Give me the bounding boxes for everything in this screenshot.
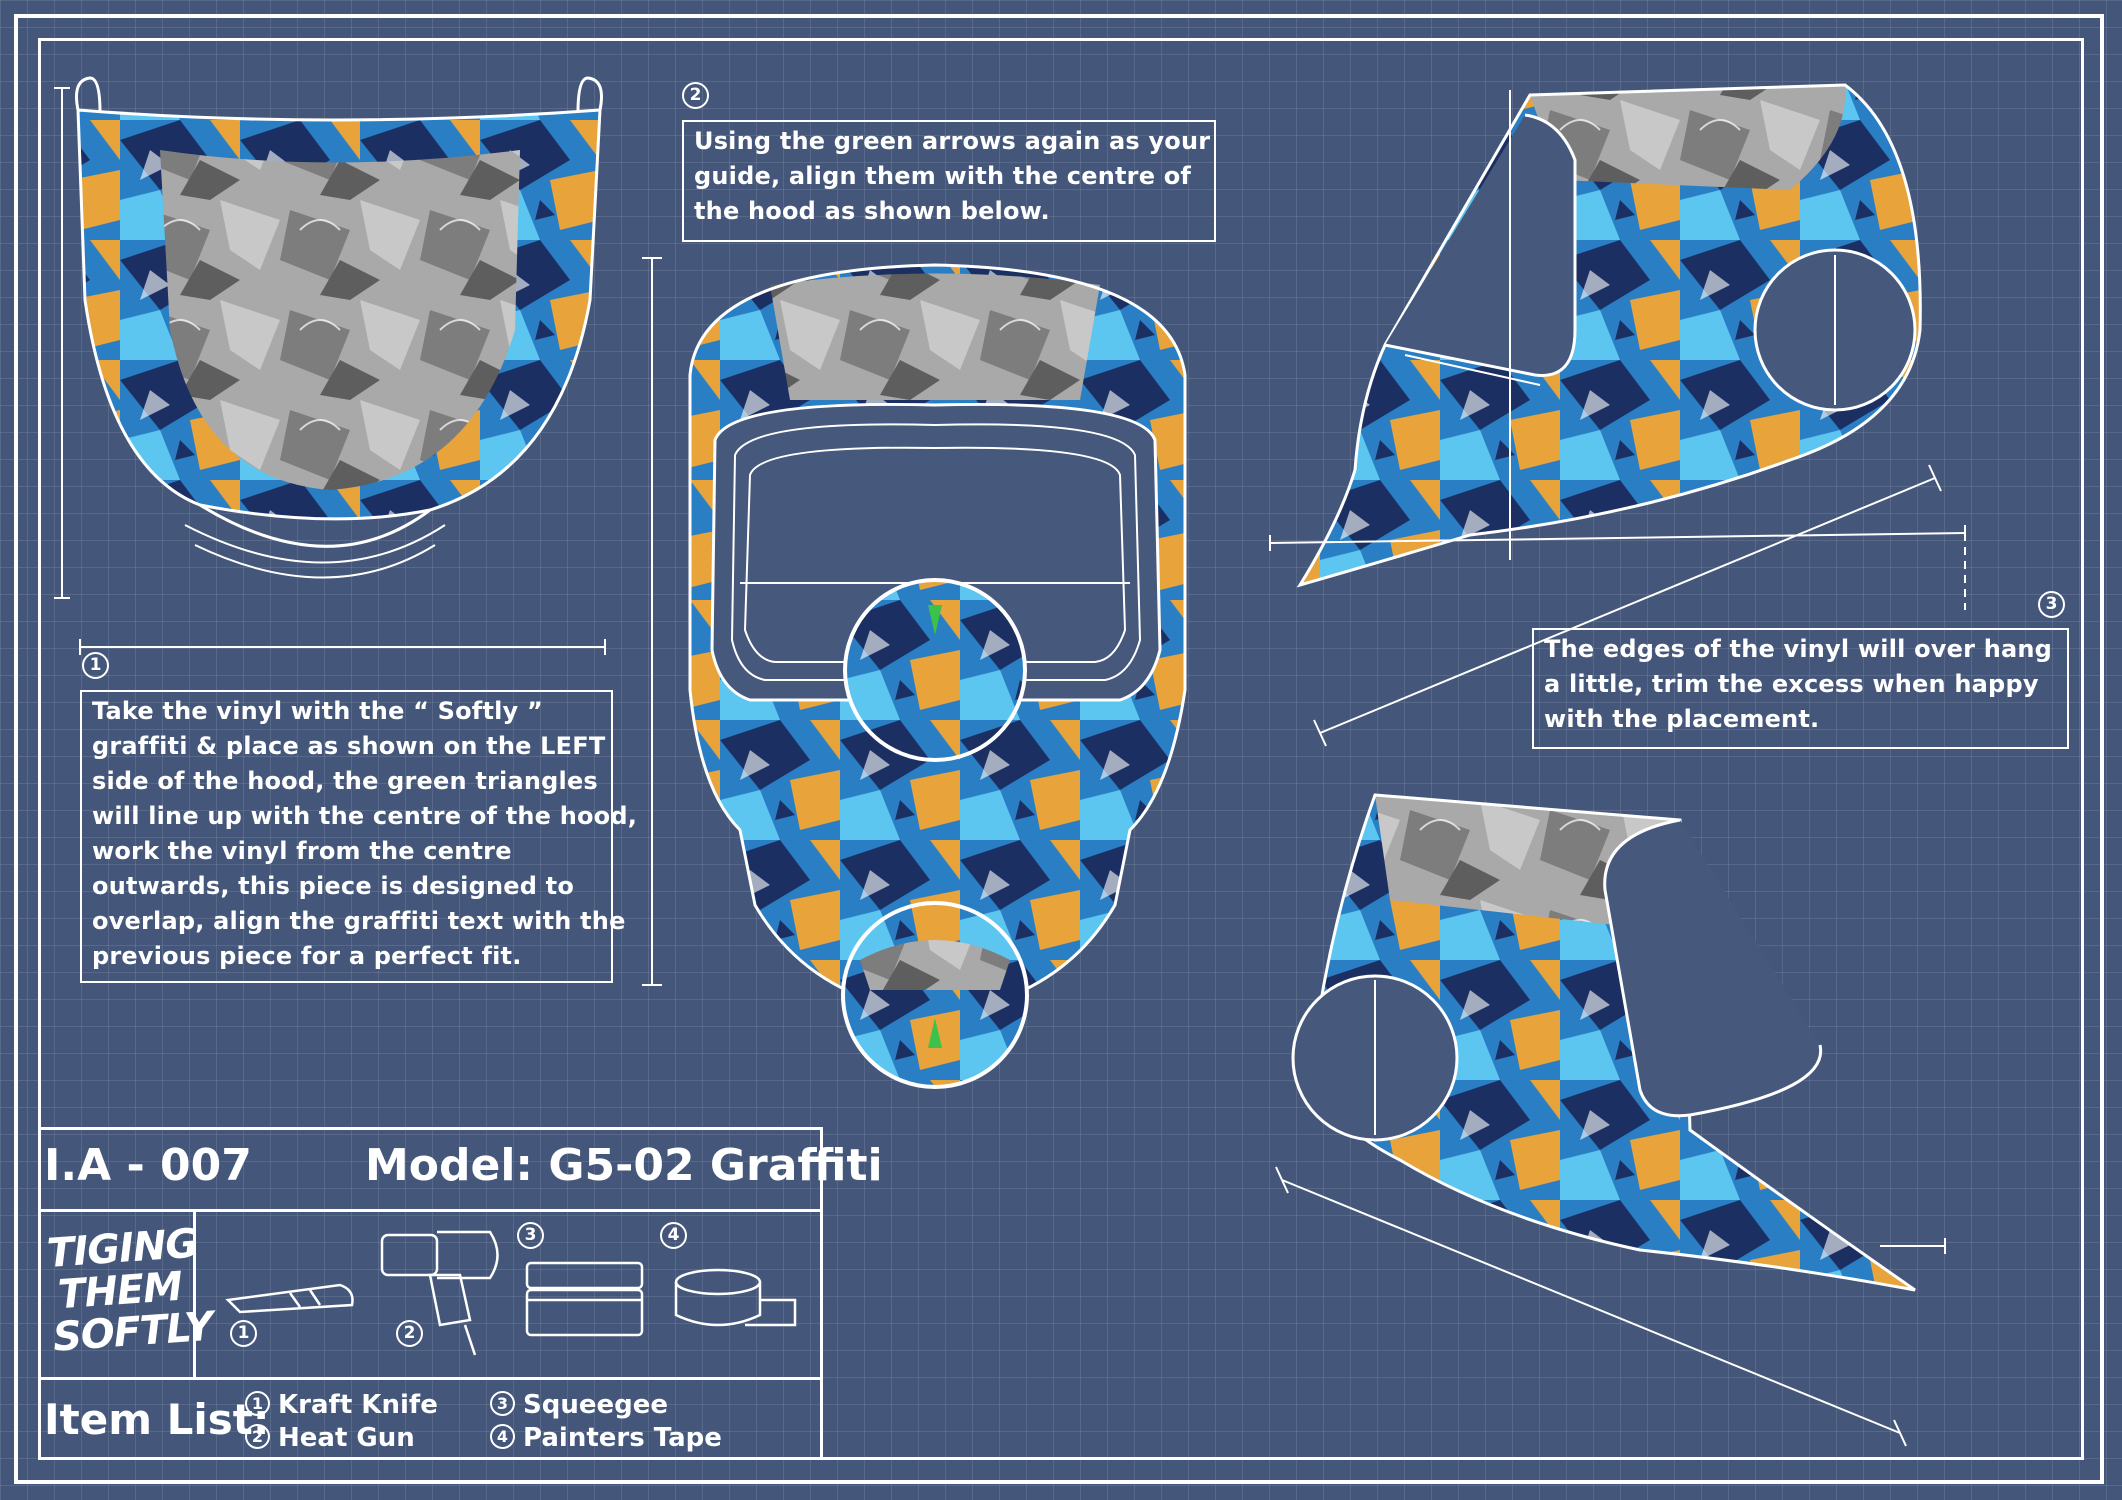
brand-logo: TIGING THEM SOFTLY [46, 1221, 214, 1361]
item-label: Squeegee [523, 1390, 668, 1420]
item-number: 2 [245, 1424, 270, 1449]
step-1-line: overlap, align the graffiti text with th… [92, 907, 626, 935]
step-3-line: with the placement. [1544, 705, 1820, 733]
step-1-number: 1 [82, 652, 109, 679]
step-1-line: will line up with the centre of the hood… [92, 802, 638, 830]
step-3-line: The edges of the vinyl will over hang [1544, 635, 2053, 663]
left-vinyl-piece [75, 76, 603, 579]
step-3-note: The edges of the vinyl will over hang a … [1532, 628, 2069, 749]
kraft-knife-icon [225, 1283, 354, 1314]
hood-front-view [688, 263, 1187, 1089]
painters-tape-icon [674, 1268, 797, 1327]
item-kraft-knife: 1 Kraft Knife [245, 1390, 438, 1420]
step-2-number: 2 [682, 82, 709, 109]
item-painters-tape: 4 Painters Tape [490, 1423, 722, 1453]
item-heat-gun: 2 Heat Gun [245, 1423, 415, 1453]
step-3-line: a little, trim the excess when happy [1544, 670, 2039, 698]
item-number: 1 [245, 1391, 270, 1416]
dimension-lines-left [54, 87, 662, 986]
step-1-line: previous piece for a perfect fit. [92, 942, 522, 970]
item-list-label: Item List: [44, 1395, 270, 1444]
squeegee-icon [525, 1261, 644, 1337]
title-block-header-divider [38, 1127, 823, 1212]
inner-border [38, 38, 2084, 1460]
item-label: Painters Tape [523, 1423, 722, 1453]
heat-gun-icon [380, 1230, 499, 1356]
item-number: 4 [490, 1424, 515, 1449]
step-2-line: Using the green arrows again as your [694, 127, 1211, 155]
item-number: 3 [490, 1391, 515, 1416]
step-1-line: side of the hood, the green triangles [92, 767, 598, 795]
hood-side-view-bottom [1291, 793, 1916, 1292]
step-1-line: work the vinyl from the centre [92, 837, 512, 865]
tool-number-4: 4 [660, 1222, 687, 1249]
step-1-line: graffiti & place as shown on the LEFT [92, 732, 606, 760]
brand-line: SOFTLY [51, 1303, 214, 1361]
step-1-line: outwards, this piece is designed to [92, 872, 575, 900]
step-2-line: guide, align them with the centre of [694, 162, 1192, 190]
step-1-note: Take the vinyl with the “ Softly ” graff… [80, 690, 638, 983]
drawing-code: I.A - 007 [44, 1140, 252, 1191]
dimension-lines-right-top [1269, 464, 1966, 747]
outer-border [14, 14, 2104, 1484]
hood-side-view-top [1296, 83, 1922, 588]
title-block-items-divider [38, 1377, 823, 1460]
tool-number-3: 3 [517, 1222, 544, 1249]
step-1-line: Take the vinyl with the “ Softly ” [92, 697, 543, 725]
item-label: Heat Gun [278, 1423, 415, 1453]
item-label: Kraft Knife [278, 1390, 438, 1420]
step-3-number: 3 [2038, 591, 2065, 618]
item-squeegee: 3 Squeegee [490, 1390, 668, 1420]
step-2-note: Using the green arrows again as your gui… [682, 120, 1216, 242]
dimension-lines-right-bottom [1275, 1166, 1946, 1447]
tool-number-1: 1 [230, 1320, 257, 1347]
step-2-line: the hood as shown below. [694, 197, 1050, 225]
tool-number-2: 2 [396, 1320, 423, 1347]
model-name: Model: G5-02 Graffiti [365, 1140, 883, 1191]
